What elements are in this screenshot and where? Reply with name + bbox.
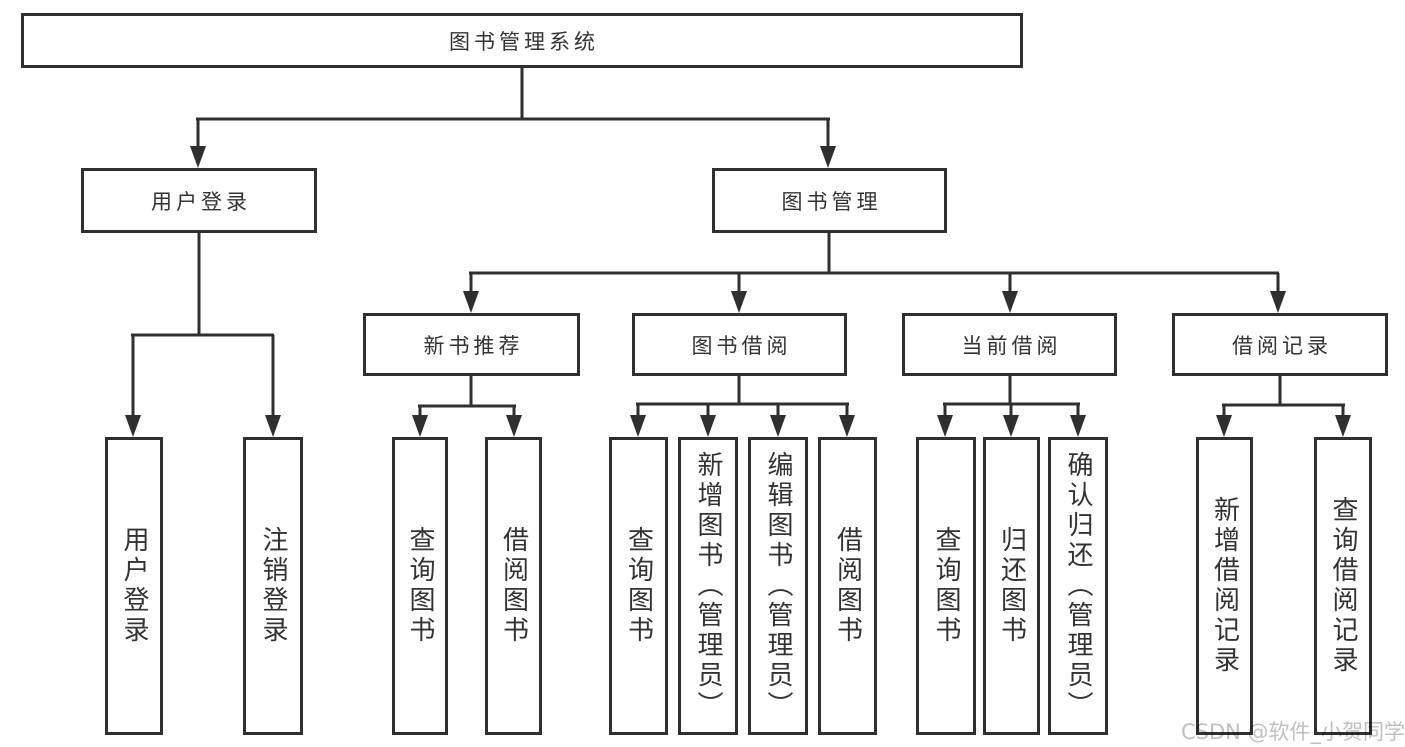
node-new-book-recommend: 新书推荐 [363, 313, 580, 376]
node-book-borrowing-label: 图书借阅 [691, 333, 792, 358]
node-borrowing-records-label: 借阅记录 [1232, 333, 1332, 358]
leaf-return-books-label: 归还图书 [996, 526, 1027, 646]
leaf-newrec-query-books-label: 查询图书 [405, 526, 435, 646]
node-root: 图书管理系统 [21, 13, 1023, 68]
leaf-query-borrow-record-label: 查询借阅记录 [1328, 496, 1358, 676]
leaf-newrec-query-books: 查询图书 [392, 437, 448, 735]
leaf-borrow-query-books: 查询图书 [609, 437, 668, 735]
node-new-book-recommend-label: 新书推荐 [423, 333, 524, 358]
leaf-confirm-return-admin-label: 确认归还（管理员） [1063, 451, 1093, 721]
leaf-edit-books-admin-label: 编辑图书（管理员） [763, 451, 793, 721]
leaf-user-login: 用户登录 [105, 437, 163, 735]
node-root-label: 图书管理系统 [449, 29, 599, 54]
leaf-add-borrow-record: 新增借阅记录 [1196, 437, 1253, 735]
csdn-watermark: CSDN @软件_小贺同学 [1181, 720, 1405, 744]
leaf-logout: 注销登录 [243, 437, 303, 735]
node-book-management: 图书管理 [712, 168, 947, 233]
node-book-borrowing: 图书借阅 [632, 313, 847, 376]
node-book-management-label: 图书管理 [781, 189, 882, 214]
leaf-confirm-return-admin: 确认归还（管理员） [1048, 437, 1108, 735]
leaf-current-query-books: 查询图书 [916, 437, 976, 735]
leaf-borrow-query-books-label: 查询图书 [623, 526, 654, 646]
leaf-logout-label: 注销登录 [258, 526, 288, 646]
node-current-borrowing: 当前借阅 [902, 313, 1117, 376]
leaf-return-books: 归还图书 [983, 437, 1040, 735]
node-current-borrowing-label: 当前借阅 [961, 333, 1062, 358]
leaf-newrec-borrow-books-label: 借阅图书 [498, 526, 529, 646]
leaf-query-borrow-record: 查询借阅记录 [1314, 437, 1372, 735]
node-user-login: 用户登录 [81, 168, 317, 233]
arrow-heads [125, 146, 1351, 437]
leaf-borrow-books: 借阅图书 [818, 437, 877, 735]
leaf-add-books-admin: 新增图书（管理员） [678, 437, 738, 735]
leaf-current-query-books-label: 查询图书 [931, 526, 961, 646]
leaf-user-login-label: 用户登录 [119, 526, 149, 646]
node-borrowing-records: 借阅记录 [1172, 313, 1388, 376]
leaf-edit-books-admin: 编辑图书（管理员） [748, 437, 808, 735]
node-user-login-label: 用户登录 [151, 189, 251, 214]
leaf-add-books-admin-label: 新增图书（管理员） [693, 451, 723, 721]
leaf-borrow-books-label: 借阅图书 [832, 526, 863, 646]
leaf-newrec-borrow-books: 借阅图书 [485, 437, 542, 735]
leaf-add-borrow-record-label: 新增借阅记录 [1209, 496, 1240, 676]
